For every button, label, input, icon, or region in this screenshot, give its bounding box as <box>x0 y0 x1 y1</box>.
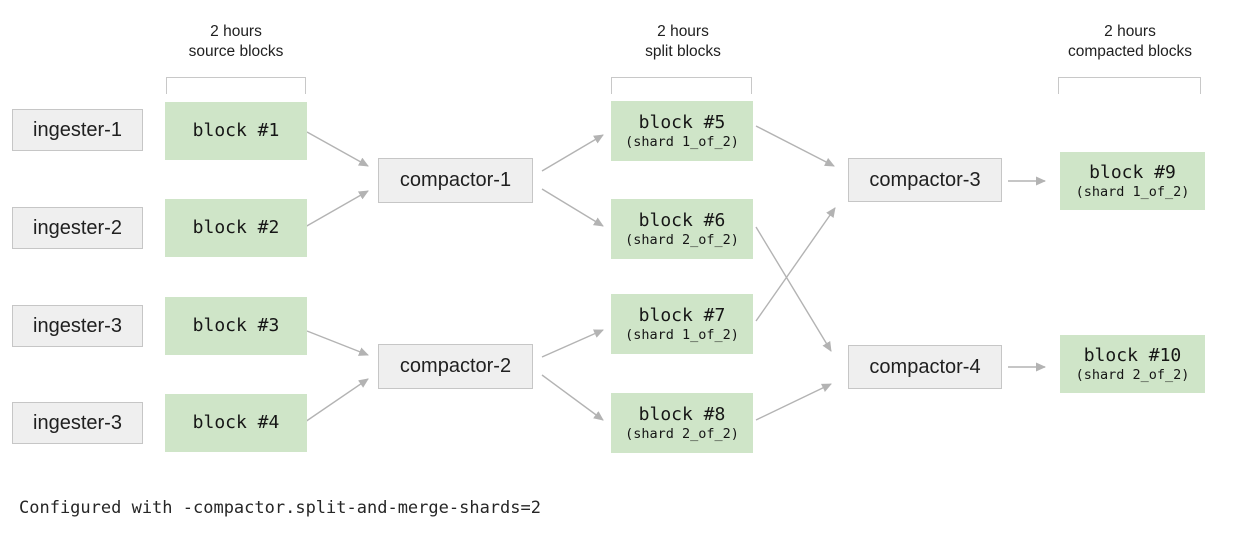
header-split-blocks: 2 hours split blocks <box>645 22 721 63</box>
arrow-block8-to-compactor4 <box>755 383 832 421</box>
ingester-node-4: ingester-3 <box>12 402 143 444</box>
ingester-label: ingester-3 <box>33 411 122 434</box>
header-source-blocks: 2 hours source blocks <box>189 22 284 63</box>
ingester-node-2: ingester-2 <box>12 207 143 249</box>
header-split-line2: split blocks <box>645 43 721 61</box>
compactor-node-1: compactor-1 <box>378 158 533 203</box>
header-compacted-blocks: 2 hours compacted blocks <box>1068 22 1192 63</box>
arrow-block6-to-compactor4 <box>755 226 832 352</box>
compactor-node-4: compactor-4 <box>848 345 1002 389</box>
block-label: block #5 <box>638 111 726 133</box>
split-blocks-bracket <box>611 77 752 94</box>
ingester-label: ingester-2 <box>33 216 122 239</box>
block-label: block #6 <box>638 209 726 231</box>
source-block-1: block #1 <box>165 102 307 160</box>
split-block-7: block #7 (shard 1_of_2) <box>611 294 753 354</box>
header-source-line2: source blocks <box>188 43 284 61</box>
arrow-block1-to-compactor1 <box>306 131 369 167</box>
compacted-block-10: block #10 (shard 2_of_2) <box>1060 335 1205 393</box>
compacted-block-9: block #9 (shard 1_of_2) <box>1060 152 1205 210</box>
ingester-label: ingester-3 <box>33 314 122 337</box>
arrow-block5-to-compactor3 <box>755 125 835 167</box>
block-shard-label: (shard 1_of_2) <box>1075 184 1190 201</box>
compactor-label: compactor-1 <box>399 169 512 191</box>
ingester-node-1: ingester-1 <box>12 109 143 151</box>
source-block-3: block #3 <box>165 297 307 355</box>
compactor-label: compactor-2 <box>399 355 512 377</box>
arrow-compactor2-to-block8 <box>541 374 604 421</box>
block-shard-label: (shard 1_of_2) <box>625 327 739 344</box>
block-label: block #4 <box>192 412 280 434</box>
compactor-label: compactor-3 <box>869 168 981 191</box>
block-label: block #1 <box>192 120 280 142</box>
block-shard-label: (shard 2_of_2) <box>625 426 739 443</box>
split-block-8: block #8 (shard 2_of_2) <box>611 393 753 453</box>
compactor-node-3: compactor-3 <box>848 158 1002 202</box>
source-block-4: block #4 <box>165 394 307 452</box>
compacted-blocks-bracket <box>1058 77 1201 94</box>
header-split-line1: 2 hours <box>657 23 709 40</box>
block-shard-label: (shard 2_of_2) <box>1075 367 1190 384</box>
block-label: block #7 <box>638 304 726 326</box>
arrow-block4-to-compactor2 <box>304 378 369 423</box>
arrow-block3-to-compactor2 <box>306 330 369 356</box>
block-shard-label: (shard 1_of_2) <box>625 134 739 151</box>
block-shard-label: (shard 2_of_2) <box>625 232 739 249</box>
block-label: block #8 <box>638 403 726 425</box>
block-label: block #9 <box>1089 161 1176 183</box>
block-label: block #2 <box>192 217 280 239</box>
arrow-compactor1-to-block6 <box>541 188 604 227</box>
arrow-block7-to-compactor3 <box>755 207 836 322</box>
ingester-node-3: ingester-3 <box>12 305 143 347</box>
block-label: block #10 <box>1083 344 1182 366</box>
config-caption: Configured with -compactor.split-and-mer… <box>19 498 541 518</box>
split-block-5: block #5 (shard 1_of_2) <box>611 101 753 161</box>
arrow-compactor1-to-block5 <box>541 134 604 172</box>
source-block-2: block #2 <box>165 199 307 257</box>
header-compacted-line2: compacted blocks <box>1067 43 1193 61</box>
block-label: block #3 <box>192 315 280 337</box>
arrow-compactor2-to-block7 <box>541 329 604 358</box>
ingester-label: ingester-1 <box>33 118 122 141</box>
header-source-line1: 2 hours <box>210 23 262 40</box>
compactor-label: compactor-4 <box>869 355 981 378</box>
header-compacted-line1: 2 hours <box>1104 23 1156 40</box>
compactor-node-2: compactor-2 <box>378 344 533 389</box>
source-blocks-bracket <box>166 77 306 94</box>
arrow-block2-to-compactor1 <box>304 190 369 228</box>
split-block-6: block #6 (shard 2_of_2) <box>611 199 753 259</box>
